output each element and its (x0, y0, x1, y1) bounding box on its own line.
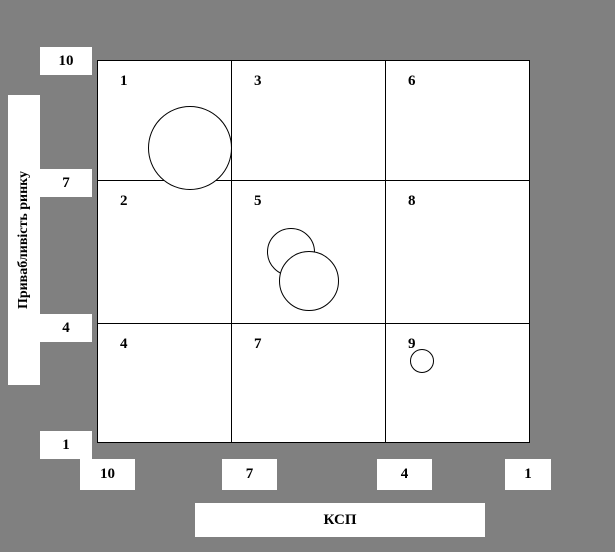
matrix-grid: 1 3 6 2 5 8 4 7 9 (97, 60, 530, 443)
x-axis-label: КСП (323, 511, 357, 528)
cell-label: 9 (408, 336, 416, 352)
matrix-cell-9: 9 (386, 324, 529, 442)
y-tick-box-1: 1 (40, 431, 92, 459)
y-tick-box-7: 7 (40, 169, 92, 197)
bubble-1 (148, 106, 232, 190)
matrix-cell-7: 7 (232, 324, 386, 442)
y-axis-label: Привабливість ринку (16, 170, 31, 310)
y-tick-label: 4 (62, 319, 70, 336)
cell-label: 3 (254, 73, 262, 89)
x-tick-box-7: 7 (222, 459, 277, 490)
matrix-cell-2: 2 (98, 181, 232, 324)
y-tick-label: 10 (58, 52, 74, 69)
cell-label: 2 (120, 193, 128, 209)
x-tick-box-1: 1 (505, 459, 551, 490)
matrix-cell-4: 4 (98, 324, 232, 442)
cell-label: 7 (254, 336, 262, 352)
bubble-4 (410, 349, 434, 373)
matrix-cell-8: 8 (386, 181, 529, 324)
matrix-cell-3: 3 (232, 61, 386, 181)
x-tick-label: 1 (524, 466, 532, 482)
y-axis-label-box: Привабливість ринку (8, 95, 40, 385)
matrix-cell-6: 6 (386, 61, 529, 181)
x-axis-label-box: КСП (195, 503, 485, 537)
bubble-3 (279, 251, 339, 311)
x-tick-box-10: 10 (80, 459, 135, 490)
y-tick-label: 7 (62, 174, 70, 191)
y-tick-box-4: 4 (40, 314, 92, 342)
x-tick-box-4: 4 (377, 459, 432, 490)
cell-label: 6 (408, 73, 416, 89)
cell-label: 8 (408, 193, 416, 209)
y-tick-box-10: 10 (40, 47, 92, 75)
x-tick-label: 7 (245, 466, 254, 482)
cell-label: 4 (120, 336, 128, 352)
x-tick-label: 10 (100, 466, 115, 482)
matrix-cell-5: 5 (232, 181, 386, 324)
x-tick-label: 4 (400, 466, 409, 482)
cell-label: 5 (254, 193, 262, 209)
y-tick-label: 1 (62, 436, 70, 453)
cell-label: 1 (120, 73, 128, 89)
